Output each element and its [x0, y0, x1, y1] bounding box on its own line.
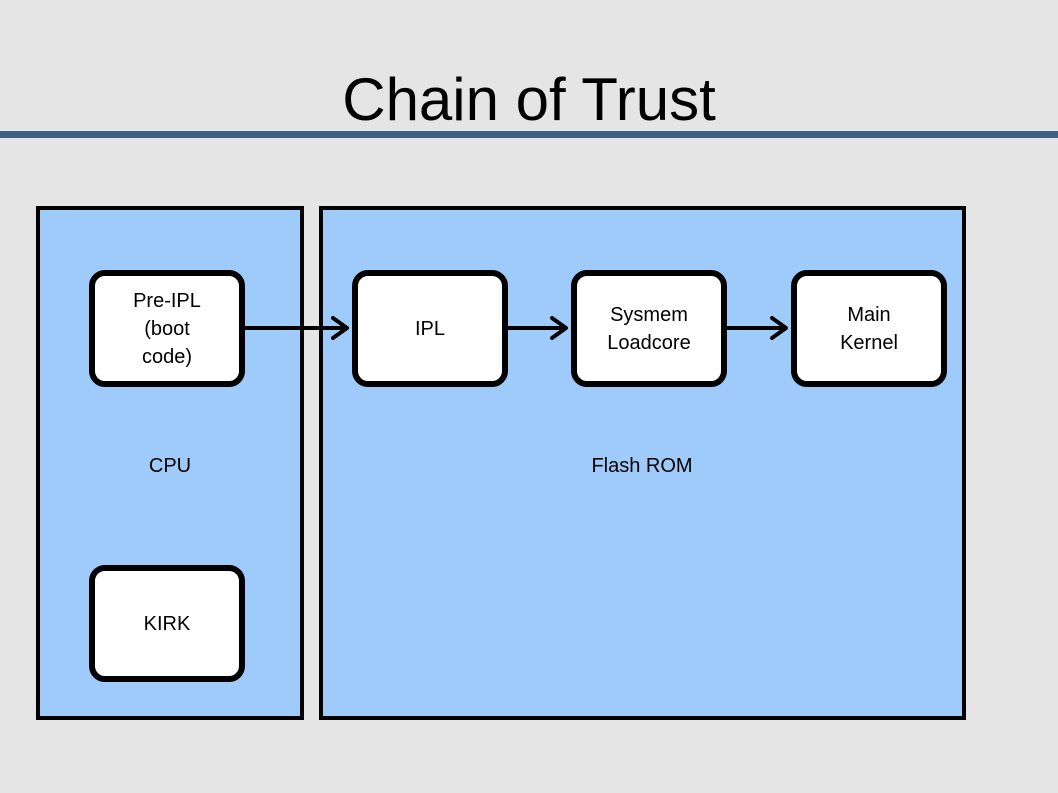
pre-ipl-node: Pre-IPL (boot code): [89, 270, 245, 387]
arrowhead-sysmem-to-main-kernel: [770, 316, 788, 340]
slide-title: Chain of Trust: [342, 66, 716, 133]
cpu-label: CPU: [148, 455, 192, 477]
flash-rom-label: Flash ROM: [591, 455, 693, 477]
sysmem-loadcore-node: Sysmem Loadcore: [571, 270, 727, 387]
arrowhead-pre-ipl-to-ipl: [331, 316, 349, 340]
title-rule: [0, 131, 1058, 138]
main-kernel-node: Main Kernel: [791, 270, 947, 387]
kirk-node: KIRK: [89, 565, 245, 682]
ipl-node: IPL: [352, 270, 508, 387]
arrowhead-ipl-to-sysmem: [550, 316, 568, 340]
